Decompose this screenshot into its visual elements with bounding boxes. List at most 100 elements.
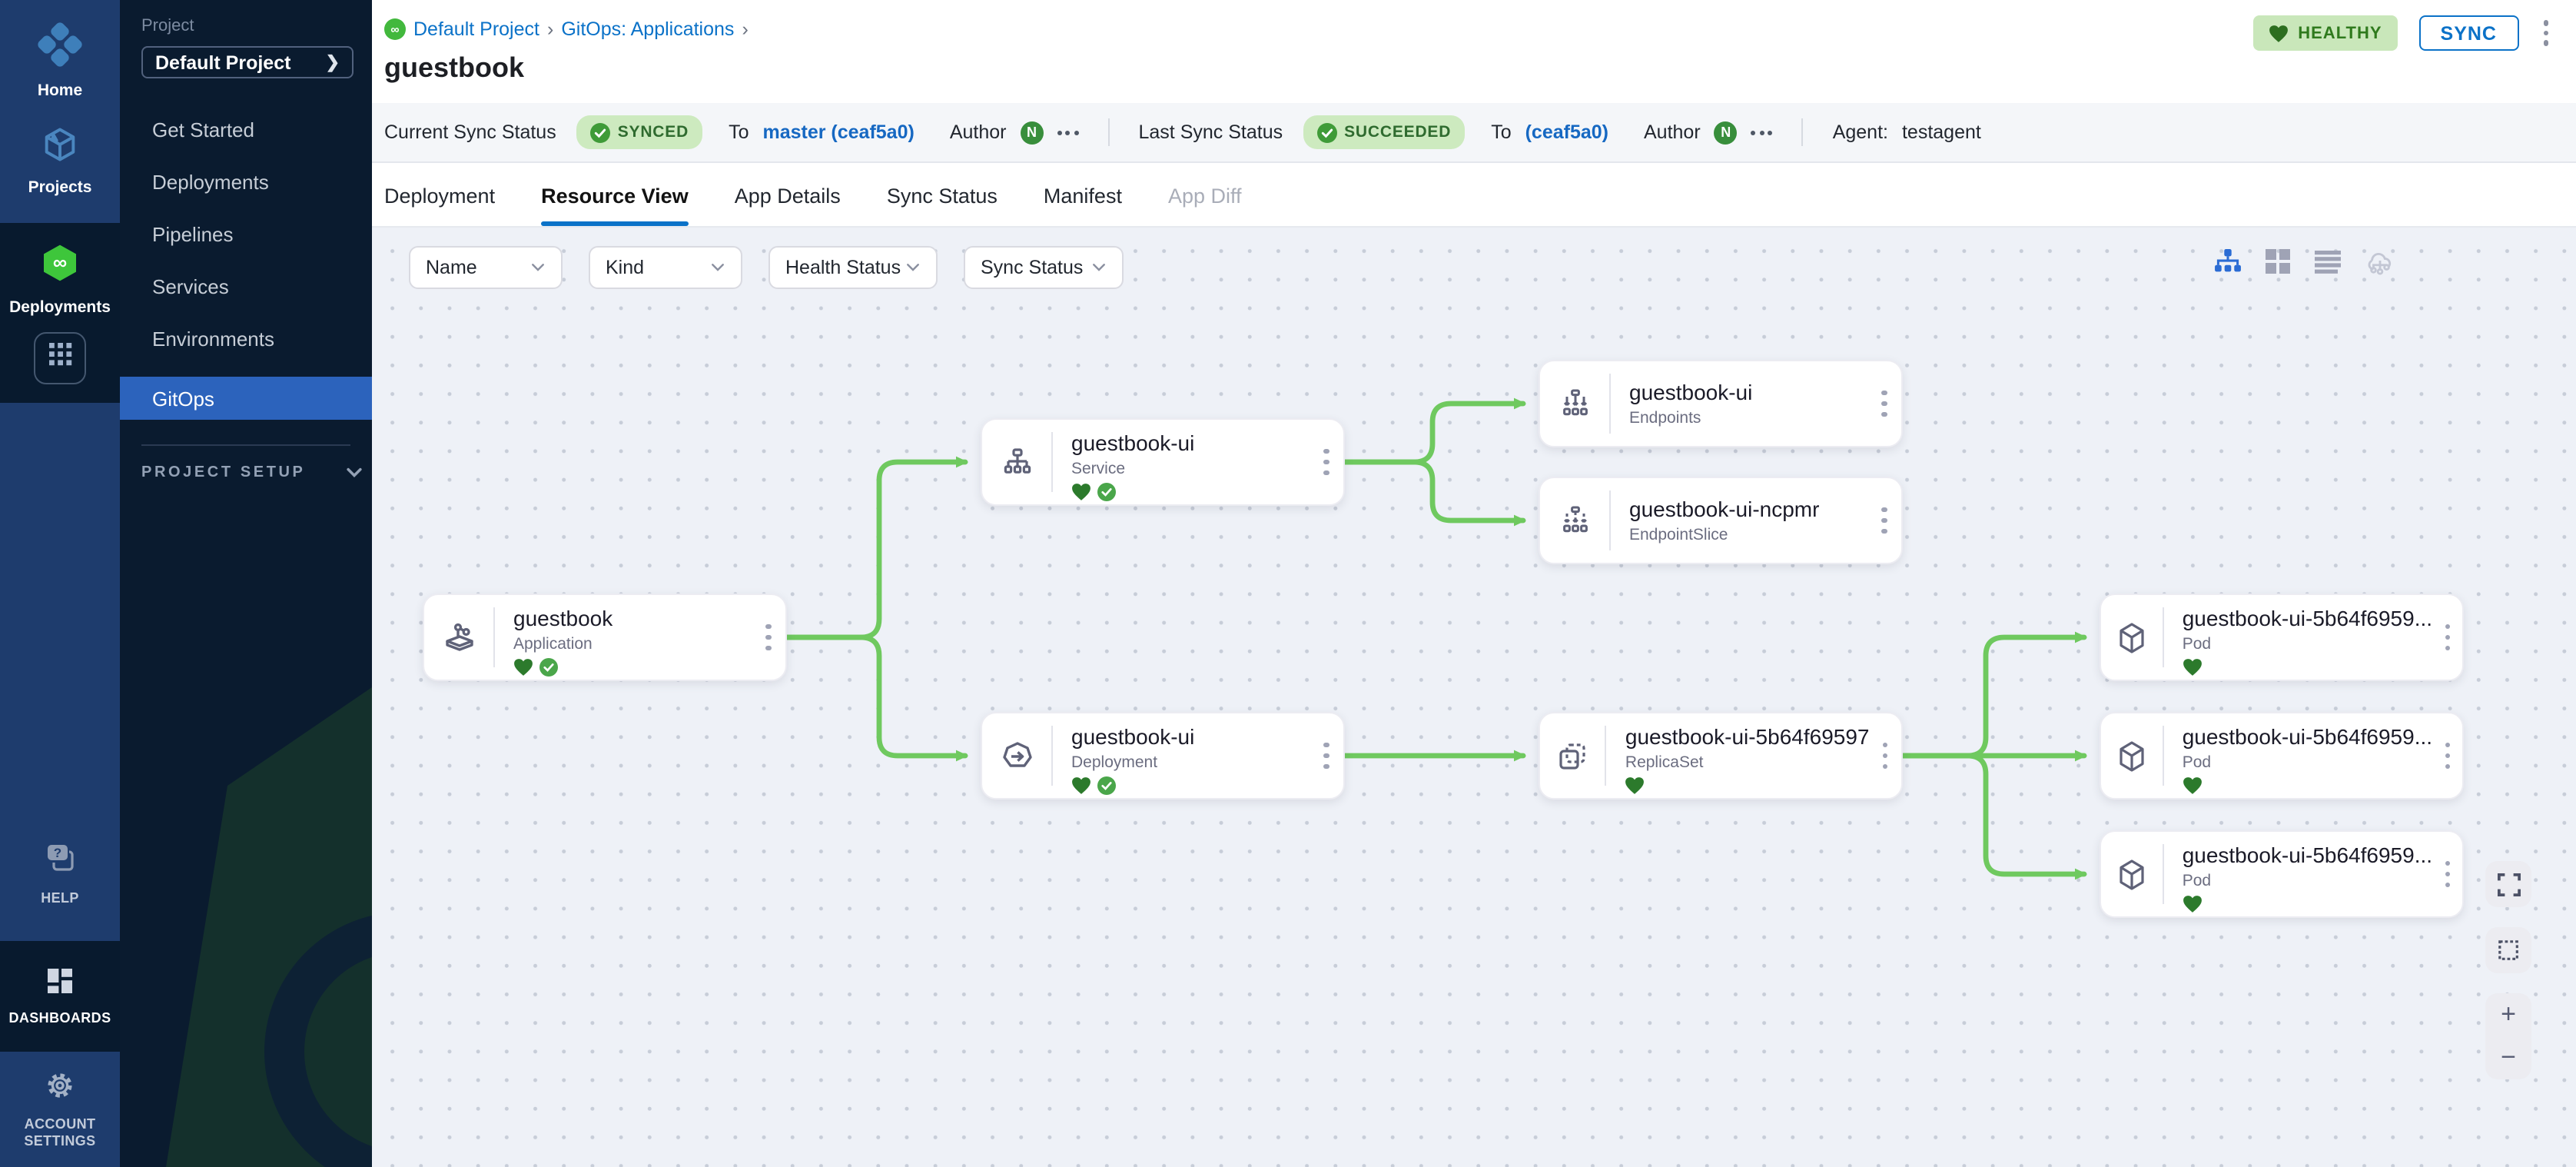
edge-service-to-endpointslice bbox=[1342, 459, 1526, 527]
svg-text:∞: ∞ bbox=[390, 24, 399, 37]
to-label: To bbox=[1491, 121, 1512, 143]
region-select-icon bbox=[2498, 939, 2518, 959]
nav-dashboards[interactable]: DASHBOARDS bbox=[8, 966, 111, 1028]
node-menu-icon[interactable] bbox=[1310, 713, 1343, 798]
pod-icon bbox=[2101, 726, 2164, 786]
module-grid-icon bbox=[48, 343, 71, 374]
breadcrumb-link-project[interactable]: Default Project bbox=[413, 18, 539, 40]
check-circle-icon bbox=[589, 122, 610, 142]
node-menu-icon[interactable] bbox=[1867, 478, 1901, 563]
cloud-network-view-icon[interactable] bbox=[2365, 248, 2395, 275]
tab-manifest[interactable]: Manifest bbox=[1043, 185, 1122, 208]
sidebar-item-environments[interactable]: Environments bbox=[152, 327, 274, 350]
node-menu-icon[interactable] bbox=[1867, 361, 1901, 446]
project-selector[interactable]: Default Project ❯ bbox=[141, 46, 354, 78]
filter-health-status[interactable]: Health Status bbox=[768, 246, 938, 289]
filter-sync-status[interactable]: Sync Status bbox=[964, 246, 1124, 289]
tab-bar: Deployment Resource View App Details Syn… bbox=[372, 163, 2576, 228]
help-chat-icon: ? bbox=[41, 840, 78, 884]
nav-projects[interactable]: Projects bbox=[28, 125, 91, 197]
filter-kind[interactable]: Kind bbox=[589, 246, 742, 289]
divider bbox=[1801, 118, 1804, 146]
sync-button[interactable]: SYNC bbox=[2418, 15, 2518, 51]
module-picker-button[interactable] bbox=[34, 332, 86, 384]
node-status bbox=[2183, 776, 2432, 795]
breadcrumb-link-applications[interactable]: GitOps: Applications bbox=[561, 18, 735, 40]
graph-node-pod-2[interactable]: guestbook-ui-5b64f6959... Pod bbox=[2100, 712, 2464, 800]
node-name: guestbook-ui-ncpmr bbox=[1629, 497, 1820, 521]
tab-app-details[interactable]: App Details bbox=[734, 185, 841, 208]
sidebar-item-deployments[interactable]: Deployments bbox=[152, 170, 269, 193]
node-kind: Pod bbox=[2182, 753, 2212, 772]
current-sync-target-link[interactable]: master (ceaf5a0) bbox=[762, 121, 915, 143]
author-avatar[interactable]: N bbox=[1714, 121, 1738, 144]
graph-node-service[interactable]: guestbook-ui Service bbox=[981, 418, 1345, 506]
current-sync-status-label: Current Sync Status bbox=[384, 121, 556, 143]
node-menu-icon[interactable] bbox=[2432, 713, 2462, 798]
more-options-icon[interactable] bbox=[1751, 130, 1773, 135]
resource-graph-canvas[interactable]: Name Kind Health Status Sync Status bbox=[372, 228, 2576, 1167]
node-status bbox=[1071, 776, 1310, 795]
node-name: guestbook-ui-5b64f6959... bbox=[2182, 606, 2433, 630]
sidebar-item-gitops[interactable]: GitOps bbox=[120, 377, 372, 420]
application-icon bbox=[424, 607, 495, 667]
graph-node-replicaset[interactable]: guestbook-ui-5b64f69597 ReplicaSet bbox=[1539, 712, 1903, 800]
zoom-out-button[interactable]: − bbox=[2501, 1042, 2516, 1072]
succeeded-badge-label: SUCCEEDED bbox=[1344, 123, 1452, 141]
region-select-button[interactable] bbox=[2485, 927, 2531, 973]
nav-help[interactable]: ? HELP bbox=[41, 840, 79, 908]
node-menu-icon[interactable] bbox=[1870, 713, 1902, 798]
fullscreen-control bbox=[2485, 861, 2531, 907]
node-kind: Service bbox=[1071, 460, 1126, 478]
svg-text:?: ? bbox=[54, 846, 61, 860]
filter-name[interactable]: Name bbox=[409, 246, 563, 289]
graph-node-endpoints[interactable]: guestbook-ui Endpoints bbox=[1539, 360, 1903, 447]
project-setup-toggle[interactable]: PROJECT SETUP bbox=[120, 464, 372, 481]
nav-deployments[interactable]: ∞ Deployments bbox=[9, 241, 111, 317]
more-options-icon[interactable] bbox=[2540, 18, 2551, 49]
tab-deployment[interactable]: Deployment bbox=[384, 185, 496, 208]
node-status bbox=[1071, 483, 1310, 501]
node-menu-icon[interactable] bbox=[2432, 595, 2462, 680]
edge-app-to-service bbox=[784, 456, 968, 640]
chevron-down-icon bbox=[1093, 264, 1105, 271]
sidebar-item-pipelines[interactable]: Pipelines bbox=[152, 222, 234, 245]
tab-sync-status[interactable]: Sync Status bbox=[886, 185, 998, 208]
list-view-icon[interactable] bbox=[2315, 250, 2341, 273]
graph-node-endpointslice[interactable]: guestbook-ui-ncpmr EndpointSlice bbox=[1539, 477, 1903, 564]
grid-view-icon[interactable] bbox=[2266, 249, 2290, 274]
node-menu-icon[interactable] bbox=[2432, 832, 2462, 916]
fullscreen-button[interactable] bbox=[2485, 861, 2531, 907]
node-menu-icon[interactable] bbox=[1310, 420, 1343, 504]
rail-help-section: ? HELP bbox=[0, 403, 120, 941]
graph-node-deployment[interactable]: guestbook-ui Deployment bbox=[981, 712, 1345, 800]
graph-node-application[interactable]: guestbook Application bbox=[423, 593, 787, 681]
tab-resource-view[interactable]: Resource View bbox=[541, 185, 689, 226]
graph-node-pod-3[interactable]: guestbook-ui-5b64f6959... Pod bbox=[2100, 830, 2464, 918]
pod-icon bbox=[2101, 607, 2164, 667]
fullscreen-icon bbox=[2497, 873, 2520, 896]
chevron-down-icon bbox=[907, 264, 919, 271]
author-label: Author bbox=[949, 121, 1007, 143]
node-menu-icon[interactable] bbox=[752, 595, 785, 680]
graph-node-pod-1[interactable]: guestbook-ui-5b64f6959... Pod bbox=[2100, 593, 2464, 681]
tree-view-icon[interactable] bbox=[2215, 249, 2241, 274]
healthy-heart-icon bbox=[2183, 896, 2202, 913]
tab-app-diff[interactable]: App Diff bbox=[1167, 185, 1242, 208]
sidebar-item-get-started[interactable]: Get Started bbox=[152, 118, 254, 141]
node-name: guestbook-ui bbox=[1071, 431, 1195, 455]
rail-dashboards-section: DASHBOARDS bbox=[0, 941, 120, 1052]
nav-account-settings[interactable]: ACCOUNT SETTINGS bbox=[9, 1069, 111, 1151]
chevron-down-icon bbox=[532, 264, 544, 271]
last-sync-target-link[interactable]: (ceaf5a0) bbox=[1525, 121, 1608, 143]
zoom-in-button[interactable]: + bbox=[2501, 999, 2516, 1029]
more-options-icon[interactable] bbox=[1057, 130, 1079, 135]
node-name: guestbook bbox=[513, 606, 613, 630]
nav-home[interactable]: Home bbox=[37, 22, 83, 100]
node-kind: Application bbox=[513, 635, 593, 653]
succeeded-badge: SUCCEEDED bbox=[1303, 115, 1466, 149]
author-avatar[interactable]: N bbox=[1020, 121, 1044, 144]
chevron-down-icon bbox=[712, 264, 724, 271]
nav-home-label: Home bbox=[37, 81, 83, 100]
sidebar-item-services[interactable]: Services bbox=[152, 274, 229, 298]
